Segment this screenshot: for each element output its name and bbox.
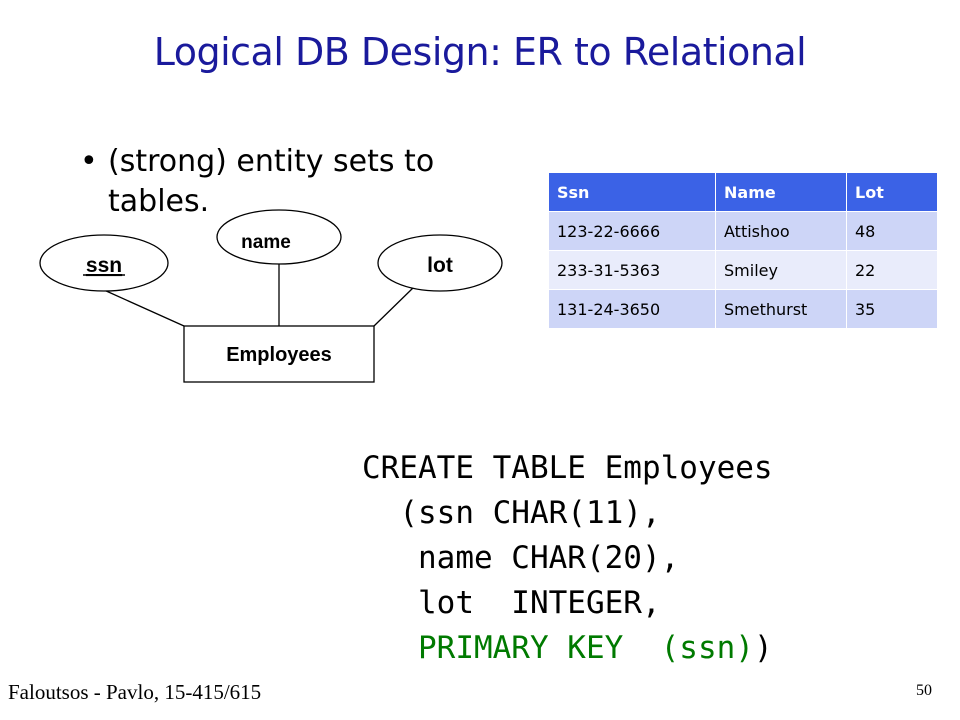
cell-ssn: 131-24-3650 (548, 289, 716, 329)
slide-title: Logical DB Design: ER to Relational (153, 30, 807, 74)
attribute-ssn-label: ssn (86, 254, 122, 277)
sql-line-4: lot INTEGER, (362, 585, 661, 621)
cell-name: Smiley (715, 250, 847, 290)
entity-employees-label: Employees (226, 344, 332, 366)
connector-lot (373, 285, 416, 327)
header-lot: Lot (846, 172, 938, 212)
cell-lot: 48 (846, 211, 938, 251)
table-header-row: Ssn Name Lot (548, 172, 938, 212)
attribute-name-ellipse (216, 209, 342, 265)
table-row: 131-24-3650 Smethurst 35 (548, 289, 938, 329)
cell-lot: 35 (846, 289, 938, 329)
attribute-ssn-ellipse (39, 234, 169, 292)
table-row: 233-31-5363 Smiley 22 (548, 250, 938, 290)
sql-line-3: name CHAR(20), (362, 540, 680, 576)
attribute-lot-label: lot (427, 254, 453, 277)
attribute-name-label: name (241, 232, 291, 253)
footer-credit: Faloutsos - Pavlo, 15-415/615 (8, 680, 262, 704)
page-number: 50 (916, 682, 932, 699)
entity-employees-box (183, 325, 375, 383)
employees-table: Ssn Name Lot 123-22-6666 Attishoo 48 233… (548, 172, 938, 329)
header-ssn: Ssn (548, 172, 716, 212)
bullet-icon: • (80, 144, 98, 179)
cell-ssn: 233-31-5363 (548, 250, 716, 290)
table-row: 123-22-6666 Attishoo 48 (548, 211, 938, 251)
sql-closing-paren: ) (753, 630, 773, 666)
cell-name: Attishoo (715, 211, 847, 251)
sql-line-2: (ssn CHAR(11), (362, 495, 661, 531)
sql-line-1: CREATE TABLE Employees (362, 450, 773, 486)
cell-ssn: 123-22-6666 (548, 211, 716, 251)
bullet-point: • (strong) entity sets to tables. (80, 142, 500, 222)
attribute-lot-ellipse (377, 234, 503, 292)
bullet-text: (strong) entity sets to tables. (108, 144, 435, 219)
connector-ssn (103, 289, 185, 327)
sql-code-block: CREATE TABLE Employees (ssn CHAR(11), na… (362, 446, 773, 671)
cell-name: Smethurst (715, 289, 847, 329)
header-name: Name (715, 172, 847, 212)
cell-lot: 22 (846, 250, 938, 290)
sql-primary-key: PRIMARY KEY (ssn) (362, 630, 754, 666)
